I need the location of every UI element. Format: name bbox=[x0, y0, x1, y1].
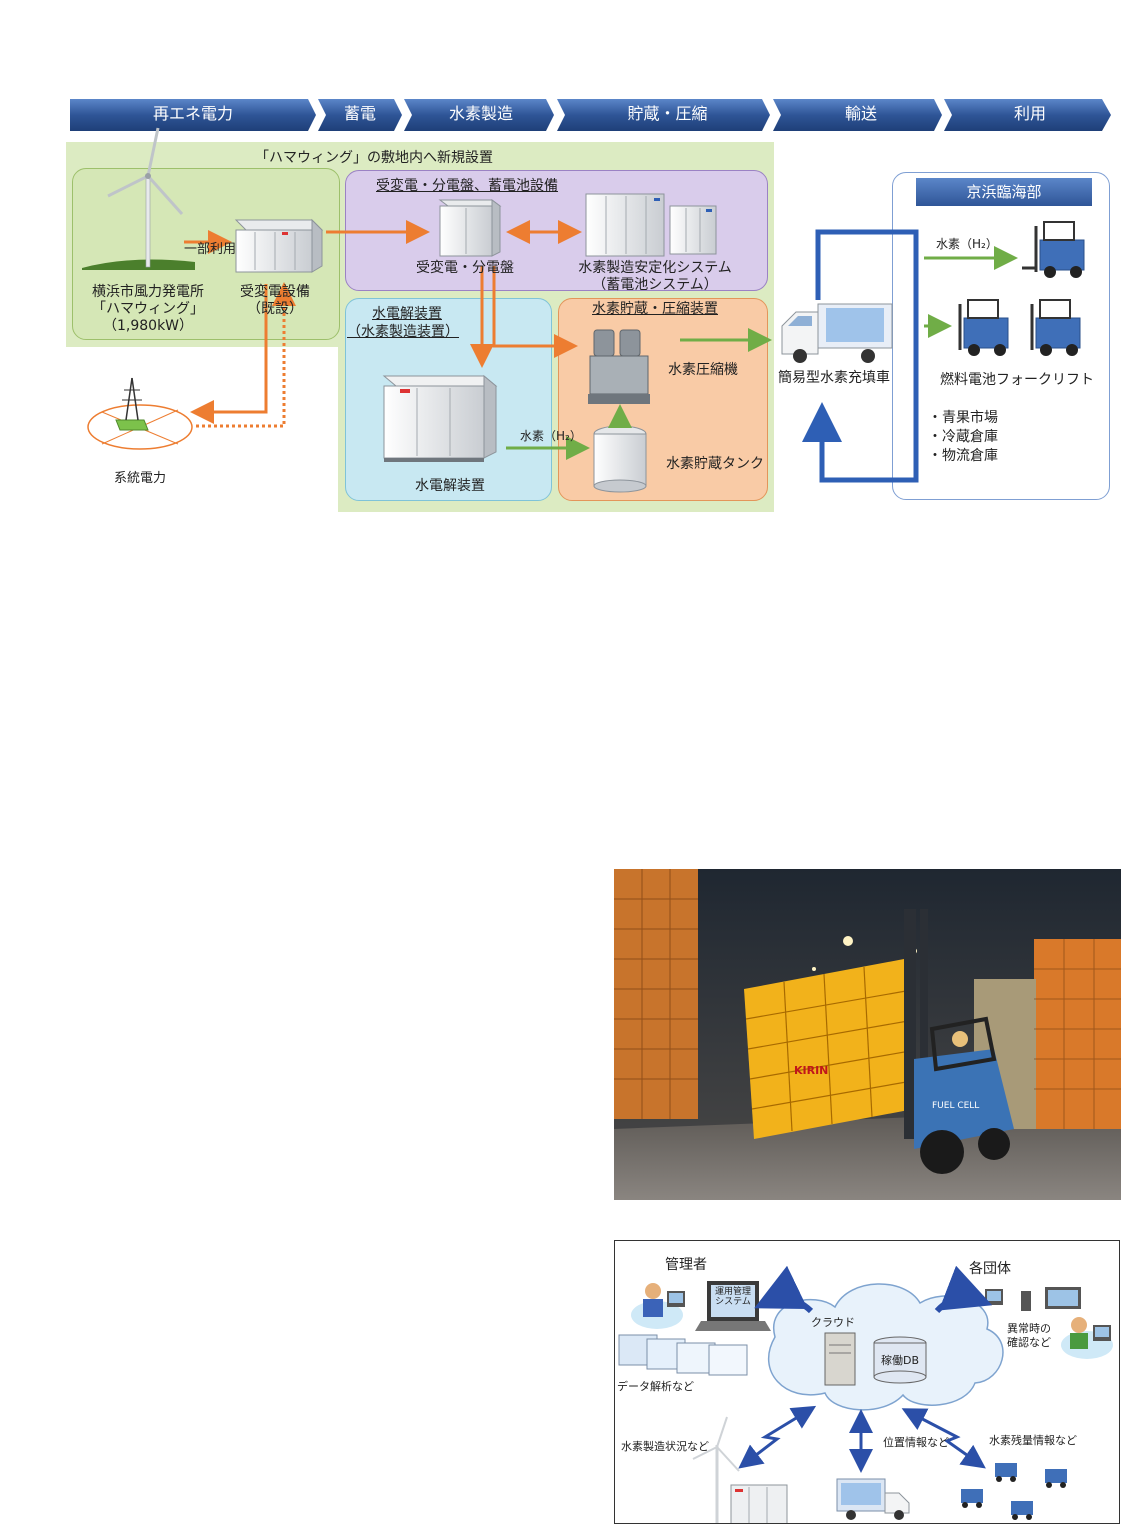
wind-nickname: 「ハマウィング」 bbox=[92, 301, 204, 317]
arrow-cloud-to-orgs bbox=[934, 1265, 993, 1314]
production-label: 水素製造状況など bbox=[621, 1440, 709, 1453]
stage-arrow-4 bbox=[557, 99, 770, 131]
stage-label: 輸送 bbox=[844, 104, 877, 123]
use-place: ・冷蔵倉庫 bbox=[928, 429, 998, 445]
stage-arrow-5 bbox=[773, 99, 942, 131]
arrow-grid-to-substation bbox=[196, 282, 296, 428]
arrow-substation-to-grid bbox=[190, 284, 268, 424]
wind-turbine-icon bbox=[82, 127, 195, 270]
electrolyzer-icon bbox=[382, 374, 498, 462]
battery-system-icon bbox=[585, 193, 717, 257]
battery-system-sub: （蓄電池システム） bbox=[592, 277, 718, 293]
abnormal-label-2: 確認など bbox=[1007, 1336, 1051, 1349]
orgs-label: 各団体 bbox=[969, 1261, 1011, 1277]
ops-system-label: 運用管理システム bbox=[714, 1287, 751, 1307]
stage-label: 再エネ電力 bbox=[152, 104, 233, 123]
electrolysis-title: 水電解装置 bbox=[372, 306, 442, 322]
forklift-icon bbox=[1022, 221, 1085, 278]
forklift-icon bbox=[958, 299, 1009, 356]
grid-label: 系統電力 bbox=[113, 471, 166, 486]
arrow-windfarm-cloud bbox=[738, 1405, 817, 1469]
stage-label: 貯蔵・圧縮 bbox=[627, 104, 708, 123]
stage-label: 蓄電 bbox=[343, 104, 376, 123]
stage-arrow-6 bbox=[944, 99, 1111, 131]
crate-brand: KIRIN bbox=[794, 1064, 829, 1077]
compressor-icon bbox=[588, 329, 650, 404]
storage-title: 水素貯蔵・圧縮装置 bbox=[592, 301, 718, 317]
db-label: 稼働DB bbox=[880, 1354, 920, 1367]
existing-substation-icon bbox=[234, 218, 324, 273]
warehouse-photo-drawing bbox=[614, 869, 1121, 1200]
stage-arrow-3 bbox=[404, 99, 554, 131]
use-place: ・青果市場 bbox=[928, 410, 998, 426]
flow-diagram bbox=[82, 127, 1085, 493]
monitoring-system-diagram: 管理者 運用管理システム 各団体 異常時の 確認など クラウド 稼働DB データ… bbox=[614, 1240, 1120, 1524]
arrow-cloud-to-admin bbox=[754, 1265, 814, 1314]
h2-label-use: 水素（H₂） bbox=[936, 237, 998, 251]
cloud-label: クラウド bbox=[811, 1316, 855, 1329]
stage-label: 利用 bbox=[1013, 104, 1046, 123]
grid-power-icon bbox=[87, 377, 193, 450]
stage-arrow-2 bbox=[318, 99, 402, 131]
position-label: 位置情報など bbox=[883, 1436, 949, 1449]
wind-capacity: （1,980kW） bbox=[102, 318, 194, 334]
site-caption: 「ハマウィング」の敷地内へ新規設置 bbox=[255, 150, 493, 166]
use-place: ・物流倉庫 bbox=[928, 448, 998, 464]
hydrogen-truck-icon bbox=[781, 303, 893, 363]
arrow-forklifts-cloud bbox=[901, 1408, 986, 1469]
substation-title: 受変電・分電盤、蓄電池設備 bbox=[376, 178, 558, 194]
analysis-label: データ解析など bbox=[617, 1380, 694, 1393]
compressor-label: 水素圧縮機 bbox=[668, 362, 738, 378]
wind-name: 横浜市風力発電所 bbox=[92, 284, 204, 300]
switchboard-icon bbox=[438, 199, 502, 257]
forklift-icon bbox=[1030, 299, 1081, 356]
forklift-label: 燃料電池フォークリフト bbox=[940, 372, 1094, 388]
hydrogen-tank-icon bbox=[593, 425, 647, 493]
system-drawing bbox=[618, 1265, 1113, 1523]
stage-arrows bbox=[70, 99, 1111, 131]
tank-label: 水素貯蔵タンク bbox=[666, 456, 764, 472]
stage-arrow-1 bbox=[70, 99, 316, 131]
abnormal-label: 異常時の bbox=[1007, 1322, 1051, 1335]
stage-label: 水素製造 bbox=[448, 104, 513, 123]
remaining-label: 水素残量情報など bbox=[989, 1434, 1077, 1447]
use-area-title-bar bbox=[916, 178, 1092, 206]
electrolyzer-label: 水電解装置 bbox=[415, 478, 485, 494]
switchboard-label: 受変電・分電盤 bbox=[416, 260, 514, 276]
forklift-fuel-cell-text: FUEL CELL bbox=[932, 1101, 980, 1111]
use-area-title: 京浜臨海部 bbox=[966, 183, 1042, 201]
h2-label-electrolysis: 水素（H₂） bbox=[520, 429, 582, 443]
transport-loop bbox=[802, 229, 919, 483]
existing-substation-label: 受変電設備 bbox=[240, 284, 310, 300]
process-stage-bar: 再エネ電力 蓄電 水素製造 貯蔵・圧縮 輸送 利用 bbox=[70, 98, 1112, 132]
forklift-photo: KIRIN FUEL CELL bbox=[614, 869, 1121, 1200]
truck-label: 簡易型水素充填車 bbox=[778, 370, 890, 386]
electrolysis-subtitle: （水素製造装置） bbox=[347, 324, 459, 340]
battery-system-label: 水素製造安定化システム bbox=[578, 260, 732, 276]
admin-label: 管理者 bbox=[665, 1257, 707, 1273]
existing-substation-sub: （既設） bbox=[247, 301, 303, 317]
arrow-switchboard-to-compressor bbox=[492, 266, 578, 358]
partial-use-label: 一部利用 bbox=[184, 242, 237, 257]
